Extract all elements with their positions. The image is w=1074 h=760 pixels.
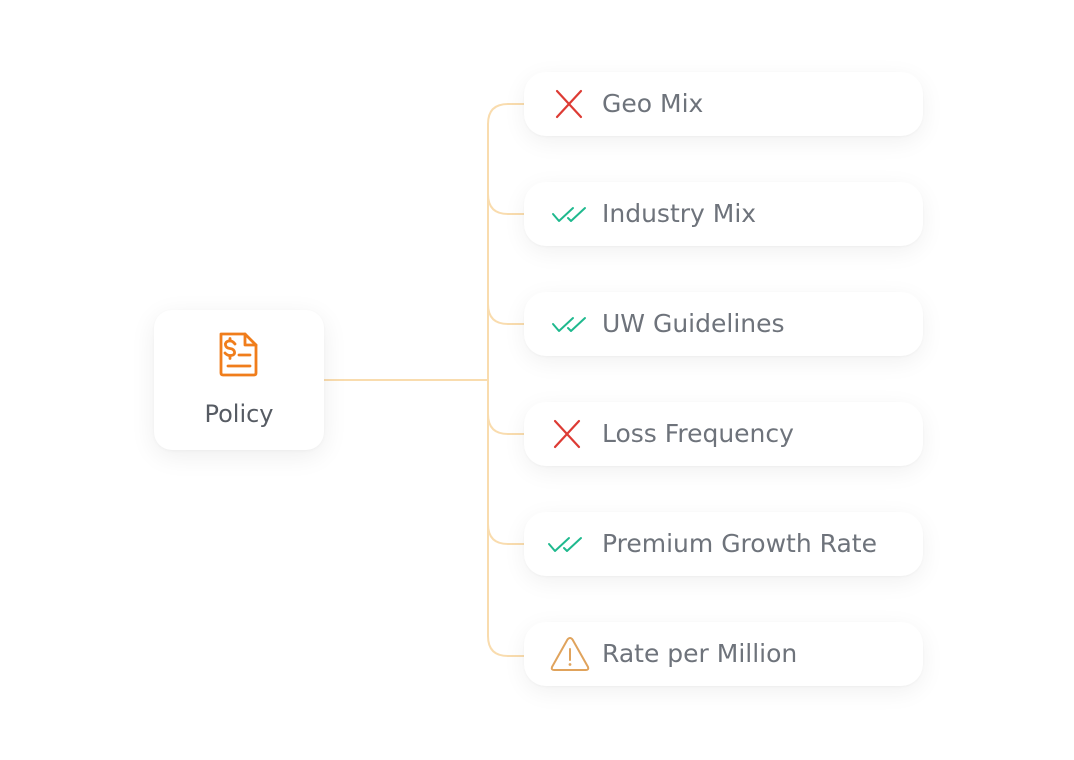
policy-label: Policy	[204, 400, 274, 428]
double-check-icon	[548, 537, 582, 552]
check-item-uw-guidelines[interactable]: UW Guidelines	[524, 292, 923, 356]
connector-branch-4	[487, 413, 525, 435]
warning-triangle-icon	[550, 637, 590, 671]
connector-branch-6	[487, 635, 525, 657]
connector-branch-1	[487, 103, 525, 125]
check-item-industry-mix[interactable]: Industry Mix	[524, 182, 923, 246]
check-item-label: Premium Growth Rate	[602, 529, 877, 558]
check-item-premium-growth-rate[interactable]: Premium Growth Rate	[524, 512, 923, 576]
double-check-icon	[552, 317, 586, 332]
connector-branch-2	[487, 193, 525, 215]
check-item-label: Geo Mix	[602, 89, 704, 118]
check-item-label: Industry Mix	[602, 199, 757, 228]
double-check-icon	[552, 207, 586, 222]
check-item-label: Loss Frequency	[602, 419, 794, 448]
invoice-dollar-icon	[219, 332, 258, 377]
check-item-geo-mix[interactable]: Geo Mix	[524, 72, 923, 136]
connector-branch-5	[487, 523, 525, 545]
connector-branch-3	[487, 303, 525, 325]
check-item-label: Rate per Million	[602, 639, 798, 668]
check-item-rate-per-million[interactable]: Rate per Million	[524, 622, 923, 686]
x-icon	[555, 89, 583, 119]
check-item-label: UW Guidelines	[602, 309, 785, 338]
check-item-loss-frequency[interactable]: Loss Frequency	[524, 402, 923, 466]
x-icon	[553, 419, 581, 449]
